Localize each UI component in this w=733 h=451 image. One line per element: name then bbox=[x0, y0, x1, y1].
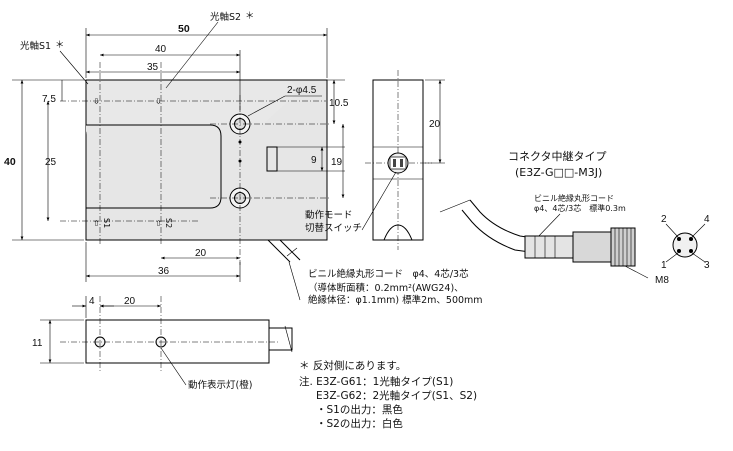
connector-cable-2: φ4、4芯/3芯 標準0.3m bbox=[534, 203, 626, 213]
note-4: ・S1の出力：黒色 bbox=[316, 403, 403, 416]
bottom-view: 4 20 11 動作表示灯(橙) bbox=[32, 296, 293, 391]
axis-arrow-s1-bottom: ⇧ bbox=[93, 219, 100, 228]
pin-2-dot bbox=[677, 237, 681, 241]
cable-callout: ビニル絶縁丸形コード φ4、4芯/3芯 （導体断面積：0.2mm²(AWG24)… bbox=[288, 261, 483, 306]
dim-25: 25 bbox=[45, 157, 57, 168]
dim-bottom-36: 36 bbox=[158, 266, 170, 277]
m8-leader bbox=[624, 265, 649, 279]
cable-text-1: ビニル絶縁丸形コード φ4、4芯/3芯 bbox=[308, 268, 469, 280]
dim-height-40: 40 bbox=[4, 156, 16, 168]
connector-title: コネクタ中継タイプ bbox=[508, 149, 607, 163]
note-1: ＊ 反対側にあります。 bbox=[299, 359, 406, 372]
cable-text-3: 絶縁体径：φ1.1mm) 標準2m、500mm bbox=[308, 294, 483, 306]
notes: ＊ 反対側にあります。 注. E3Z-G61：1光軸タイプ(S1) E3Z-G6… bbox=[299, 359, 477, 430]
connector-boot bbox=[524, 235, 574, 259]
leader-holes bbox=[247, 95, 286, 117]
dim-bottom-20: 20 bbox=[195, 248, 207, 259]
axis-s1-star: ＊ bbox=[55, 40, 65, 51]
connector-cable-bottom bbox=[461, 209, 561, 257]
indicator-label: 動作表示灯(橙) bbox=[188, 379, 252, 391]
axis-arrow-s1-top: ⇩ bbox=[93, 97, 100, 106]
pin-2: 2 bbox=[661, 214, 667, 225]
dim-50: 50 bbox=[178, 23, 190, 35]
bottom-body bbox=[85, 319, 270, 364]
dim-9: 9 bbox=[311, 155, 317, 166]
mode-switch-slider bbox=[389, 156, 407, 170]
cable-stub bbox=[267, 239, 301, 263]
cable-leader bbox=[288, 261, 301, 301]
mode-switch-label-2: 切替スイッチ bbox=[305, 222, 362, 234]
side-cable bbox=[383, 224, 413, 241]
axis-arrow-s2-top: ⇩ bbox=[155, 97, 162, 106]
thread-label: M8 bbox=[655, 275, 669, 286]
bottom-cable-exit bbox=[269, 327, 293, 351]
mode-switch-label-1: 動作モード bbox=[305, 209, 353, 221]
hole-label: 2-φ4.5 bbox=[287, 85, 317, 96]
axis-arrow-s2-bottom: ⇧ bbox=[155, 219, 162, 228]
axis-s2-label: 光軸S2 bbox=[210, 11, 241, 23]
cable-cut bbox=[286, 247, 298, 257]
connector-face bbox=[672, 232, 698, 258]
s1-label: S1 bbox=[102, 218, 111, 228]
note-5: ・S2の出力：白色 bbox=[316, 417, 403, 430]
dim-19: 19 bbox=[331, 157, 343, 168]
connector-model: (E3Z-G□□-M3J) bbox=[515, 166, 602, 179]
sensor-body-shape bbox=[85, 79, 328, 241]
dim-front-20: 20 bbox=[124, 296, 136, 307]
side-view: 20 動作モード 切替スイッチ bbox=[305, 70, 445, 250]
pin-3: 3 bbox=[704, 260, 710, 271]
dim-35: 35 bbox=[147, 62, 159, 73]
dim-side-20: 20 bbox=[429, 119, 441, 130]
connector-cable-top bbox=[469, 199, 561, 243]
pin-4-dot bbox=[689, 237, 693, 241]
pin-4: 4 bbox=[704, 214, 710, 225]
axis-s2-star: ＊ bbox=[245, 11, 255, 22]
pin-1-dot bbox=[677, 249, 681, 253]
axis-s1-label: 光軸S1 bbox=[20, 40, 51, 52]
indicator-leader bbox=[160, 347, 187, 386]
dim-10-5: 10.5 bbox=[329, 98, 349, 109]
axis-s1-leader bbox=[59, 50, 89, 85]
pin-1: 1 bbox=[661, 260, 667, 271]
connector-view: コネクタ中継タイプ (E3Z-G□□-M3J) ビニル絶縁丸形コード φ4、4芯… bbox=[439, 149, 710, 286]
cable-text-2: （導体断面積：0.2mm²(AWG24)、 bbox=[308, 282, 464, 294]
connector-housing bbox=[572, 231, 612, 263]
dim-front-4: 4 bbox=[89, 296, 95, 307]
s2-label: S2 bbox=[164, 218, 173, 228]
note-3: E3Z-G62：2光軸タイプ(S1、S2) bbox=[316, 389, 477, 402]
dim-7-5: 7.5 bbox=[42, 94, 56, 105]
note-2: 注. E3Z-G61：1光軸タイプ(S1) bbox=[299, 375, 453, 388]
pin-3-dot bbox=[689, 249, 693, 253]
axis-s2-leader bbox=[165, 21, 219, 89]
dim-40: 40 bbox=[155, 44, 167, 55]
main-dimensions: 50 40 35 40 7.5 25 2-φ4.5 10.5 9 19 bbox=[4, 11, 349, 282]
dim-front-11: 11 bbox=[32, 338, 43, 349]
main-view: ⇩ ⇩ ⇧ ⇧ S1 S2 bbox=[60, 62, 330, 265]
mode-switch-leader bbox=[361, 171, 397, 231]
connector-cable-1: ビニル絶縁丸形コード bbox=[534, 193, 614, 203]
